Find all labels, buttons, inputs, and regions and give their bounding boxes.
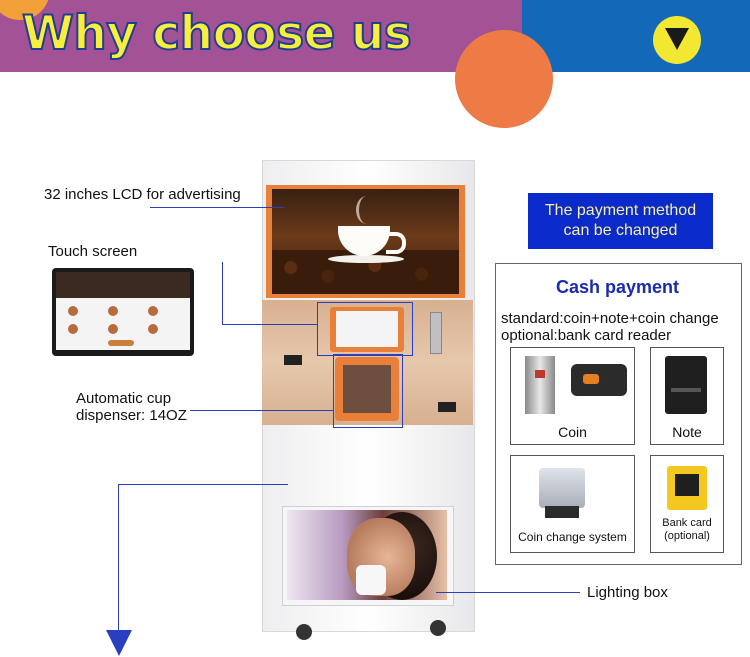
touch-pointer-line-v	[222, 262, 223, 324]
menu-item-icon	[68, 324, 78, 334]
payment-optional-text: optional:bank card reader	[501, 327, 672, 344]
cash-payment-description: standard:coin+note+coin change optional:…	[501, 310, 719, 344]
coin-card: Coin	[510, 347, 635, 445]
card-reader-screen-icon	[675, 474, 699, 496]
note-acceptor-icon	[665, 356, 707, 414]
touch-screen	[336, 311, 398, 347]
coffee-beans-image	[272, 250, 459, 294]
coin-hopper-icon	[539, 468, 585, 508]
header-blue-block	[522, 0, 750, 72]
coin-hopper-base-icon	[545, 506, 579, 518]
bank-card-label: Bank card (optional)	[651, 517, 723, 543]
touch-highlight-box	[317, 302, 413, 356]
payment-standard-text: standard:coin+note+coin change	[501, 310, 719, 327]
header-orange-circle	[455, 30, 553, 128]
bank-card-card: Bank card (optional)	[650, 455, 724, 553]
dispenser-highlight-box	[333, 354, 403, 428]
payment-method-badge: The payment method can be changed	[528, 193, 713, 249]
payment-badge-line1: The payment method	[544, 202, 697, 219]
menu-item-icon	[68, 306, 78, 316]
touch-screen-inset-banner	[56, 272, 190, 298]
note-label: Note	[672, 424, 702, 440]
cash-payment-title: Cash payment	[555, 277, 680, 297]
payment-badge-line2: can be changed	[563, 222, 678, 239]
note-slot	[284, 355, 302, 365]
mug-graphic	[356, 565, 386, 595]
note-card: Note	[650, 347, 724, 445]
coin-change-card: Coin change system	[510, 455, 635, 553]
cup-dispenser-opening	[343, 365, 391, 413]
coin-slot	[430, 312, 442, 354]
menu-item-icon	[108, 306, 118, 316]
coin-acceptor-icon	[525, 356, 555, 414]
dispenser-pointer-line	[190, 410, 333, 411]
change-slot	[438, 402, 456, 412]
dispenser-label-line1: Automatic cup	[76, 390, 172, 407]
lcd-pointer-line	[150, 207, 284, 208]
coin-mechanism-icon	[571, 364, 627, 396]
coin-label: Coin	[558, 424, 587, 440]
wheel-right	[430, 620, 446, 636]
steam-graphic	[356, 196, 377, 224]
cup-handle-graphic	[386, 232, 406, 254]
touch-screen-label: Touch screen	[48, 243, 138, 260]
bank-card-label-line1: Bank card	[662, 517, 712, 529]
chevron-down-triangle-icon	[665, 28, 689, 50]
lighting-pointer-line	[436, 592, 580, 593]
dispenser-label-line2: dispenser: 14OZ	[76, 407, 187, 424]
saucer-graphic	[328, 255, 404, 263]
bank-card-label-line2: (optional)	[664, 530, 710, 542]
down-arrow-line-v	[118, 484, 119, 634]
page-title: Why choose us	[21, 5, 413, 62]
down-arrow-icon	[106, 630, 132, 656]
coin-change-label: Coin change system	[518, 530, 627, 544]
menu-item-icon	[108, 324, 118, 334]
coin-mechanism-lever-icon	[583, 374, 599, 384]
inset-button	[108, 340, 134, 346]
dispenser-label: Automatic cup dispenser: 14OZ	[76, 390, 187, 424]
wheel-left	[296, 624, 312, 640]
menu-item-icon	[148, 306, 158, 316]
touch-pointer-line-h	[222, 324, 318, 325]
down-arrow-line-h	[118, 484, 288, 485]
note-acceptor-slot-icon	[671, 388, 701, 392]
lcd-label: 32 inches LCD for advertising	[44, 186, 241, 203]
coin-acceptor-slot-icon	[535, 370, 545, 378]
lighting-box-label: Lighting box	[587, 584, 668, 601]
menu-item-icon	[148, 324, 158, 334]
